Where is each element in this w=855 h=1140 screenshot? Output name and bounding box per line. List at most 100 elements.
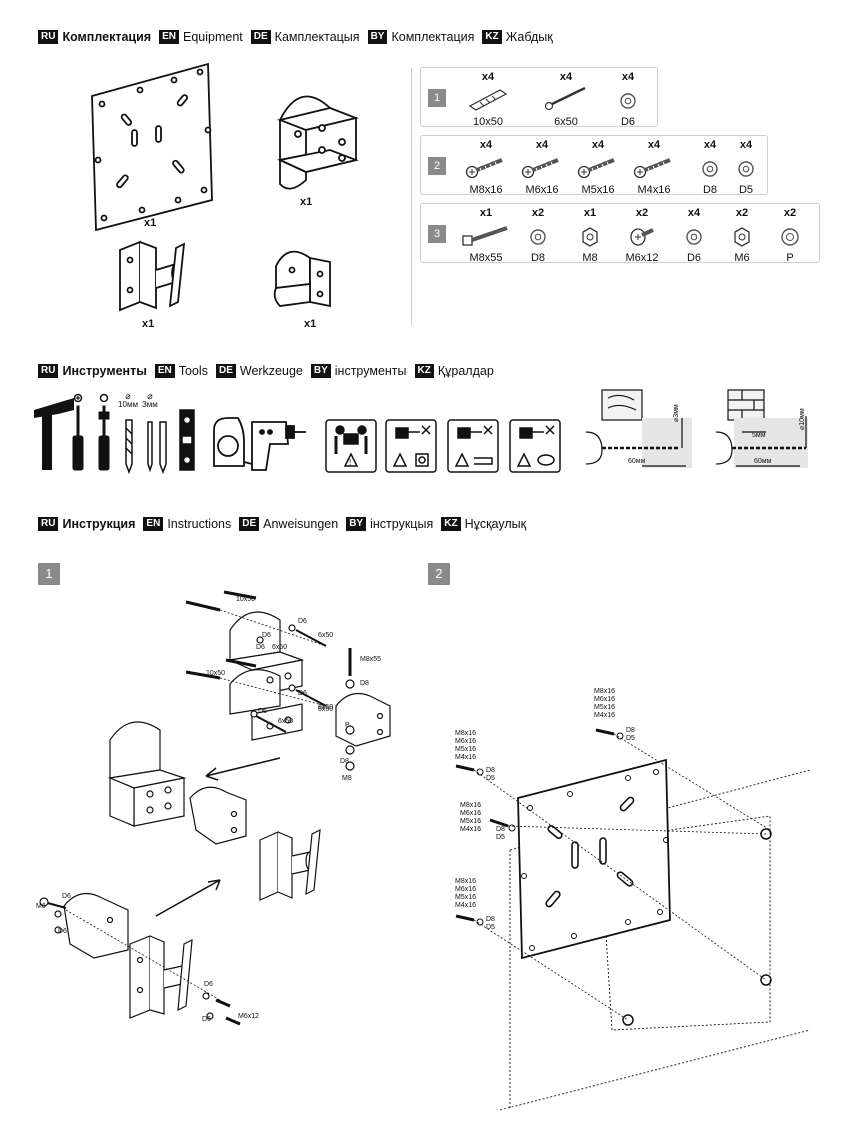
hammer-icon xyxy=(34,398,74,470)
step-2-drawing xyxy=(455,728,811,1111)
step-1-part-label: 10x50 xyxy=(236,596,256,603)
header-title-by: Комплектация xyxy=(391,30,475,44)
equipment-drawings xyxy=(91,62,360,312)
step-1-part-label: 10x50 xyxy=(206,670,226,677)
part-label: M8 xyxy=(582,252,598,264)
kit-box-1 xyxy=(420,67,658,127)
power-drill-icon xyxy=(251,421,306,471)
header-title-kz: Нұсқаулық xyxy=(464,517,527,531)
lang-badge-de: DE xyxy=(215,364,236,378)
step-1-part-label: M8 xyxy=(342,775,352,782)
part-label: M5x16 xyxy=(581,184,615,196)
washer-icon xyxy=(680,152,740,182)
equipment-qty-wall-bracket: x1 xyxy=(300,196,313,208)
bolt-size-label: M8x16 xyxy=(460,802,482,809)
step-1-part-label: D6 xyxy=(258,708,267,715)
washer-size-label: D8 xyxy=(486,916,495,923)
tools-drawings: ! xyxy=(34,389,808,475)
part-label: M8x55 xyxy=(469,252,503,264)
part-qty: x2 xyxy=(531,207,545,219)
part-qty: x4 xyxy=(481,71,495,83)
part-qty: x2 xyxy=(783,207,797,219)
step-1-part-label: D6 xyxy=(298,690,307,697)
drill-bit-3mm-icon xyxy=(147,421,153,473)
step-2-number: 2 xyxy=(428,563,450,585)
wood-wall-drill-diagram xyxy=(585,389,692,468)
header-title-de: Камплектацыя xyxy=(274,30,360,44)
step-1-part-label: 6x50 xyxy=(318,632,334,639)
bolt-icon xyxy=(568,152,628,182)
kit-box-3 xyxy=(420,203,820,263)
washer-icon xyxy=(664,220,724,250)
part-qty: x4 xyxy=(479,139,493,151)
washer-size-label: D8 xyxy=(626,727,635,734)
washer-size-label: D5 xyxy=(496,834,505,841)
header-title-en: Instructions xyxy=(167,517,232,531)
brick-offset-label: 5мм xyxy=(752,432,766,439)
bolt-size-label: M5x16 xyxy=(455,894,477,901)
wood-diameter-label: ⌀3мм xyxy=(673,404,680,422)
electric-hazard-icon xyxy=(385,419,437,473)
step-1-part-label: D6 xyxy=(204,981,213,988)
part-qty: x4 xyxy=(621,71,635,83)
bolt-size-label: M8x16 xyxy=(455,878,477,885)
part-qty: x1 xyxy=(583,207,597,219)
bolt-size-label: M6x16 xyxy=(455,738,477,745)
brick-wall-drill-diagram xyxy=(715,389,808,468)
part-label: D8 xyxy=(702,184,718,196)
part-label: 6x50 xyxy=(554,116,578,128)
step-1-part-label: D6 xyxy=(62,893,71,900)
lang-badge-kz: KZ xyxy=(441,517,461,531)
step-1-drawing xyxy=(39,590,391,1026)
flat-screwdriver-icon xyxy=(98,393,110,471)
pencil-icon xyxy=(159,421,167,475)
lang-badge-de: DE xyxy=(250,30,271,44)
header-title-en: Equipment xyxy=(182,30,243,44)
part-qty: x2 xyxy=(735,207,749,219)
section-divider xyxy=(411,68,412,326)
part-qty: x4 xyxy=(591,139,605,151)
lang-badge-en: EN xyxy=(154,364,175,378)
bolt-size-label: M6x16 xyxy=(460,810,482,817)
lang-badge-by: BY xyxy=(346,517,367,531)
step-1-part-label: D6 xyxy=(202,1016,211,1023)
washer-size-label: D8 xyxy=(496,826,505,833)
header-title-en: Tools xyxy=(178,364,208,378)
svg-text:!: ! xyxy=(349,458,351,467)
header-title-kz: Құралдар xyxy=(437,364,494,378)
step-1-part-label: 6x50 xyxy=(278,718,294,725)
spirit-level-icon xyxy=(179,409,195,471)
bolt-size-label: M8x16 xyxy=(455,730,477,737)
kit-number-1: 1 xyxy=(428,89,446,107)
nut-icon xyxy=(560,220,620,250)
header-title-by: інструменты xyxy=(334,364,407,378)
header-title-ru: Инструкция xyxy=(62,517,136,531)
part-label: M6x12 xyxy=(625,252,659,264)
washer-icon xyxy=(508,220,568,250)
drill-bit-3mm-label: 3мм xyxy=(142,400,158,409)
wood-screw-icon xyxy=(536,84,596,114)
step-1-part-label: D8 xyxy=(340,758,349,765)
step-1-part-label: M6x12 xyxy=(238,1013,260,1020)
bolt-size-label: M5x16 xyxy=(455,746,477,753)
short-bolt-icon xyxy=(612,220,672,250)
lang-badge-kz: KZ xyxy=(414,364,434,378)
part-qty: x2 xyxy=(635,207,649,219)
part-label: M4x16 xyxy=(637,184,671,196)
bolt-icon xyxy=(624,152,684,182)
equipment-qty-clamp: x1 xyxy=(142,318,155,330)
washer-size-label: D5 xyxy=(626,735,635,742)
